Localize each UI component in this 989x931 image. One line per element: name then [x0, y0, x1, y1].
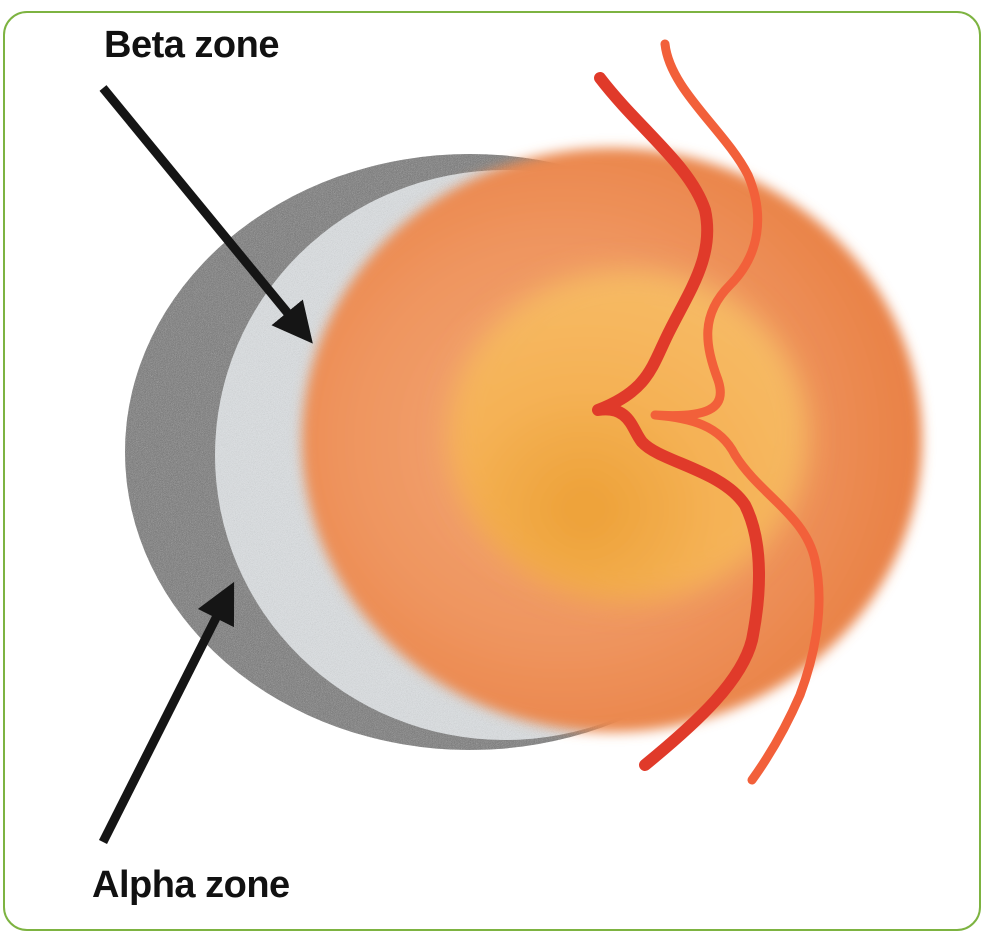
alpha-zone-label: Alpha zone	[92, 864, 290, 907]
alpha-zone-arrow	[103, 600, 225, 842]
optic-disc-diagram	[0, 0, 989, 912]
beta-zone-label: Beta zone	[104, 24, 279, 67]
